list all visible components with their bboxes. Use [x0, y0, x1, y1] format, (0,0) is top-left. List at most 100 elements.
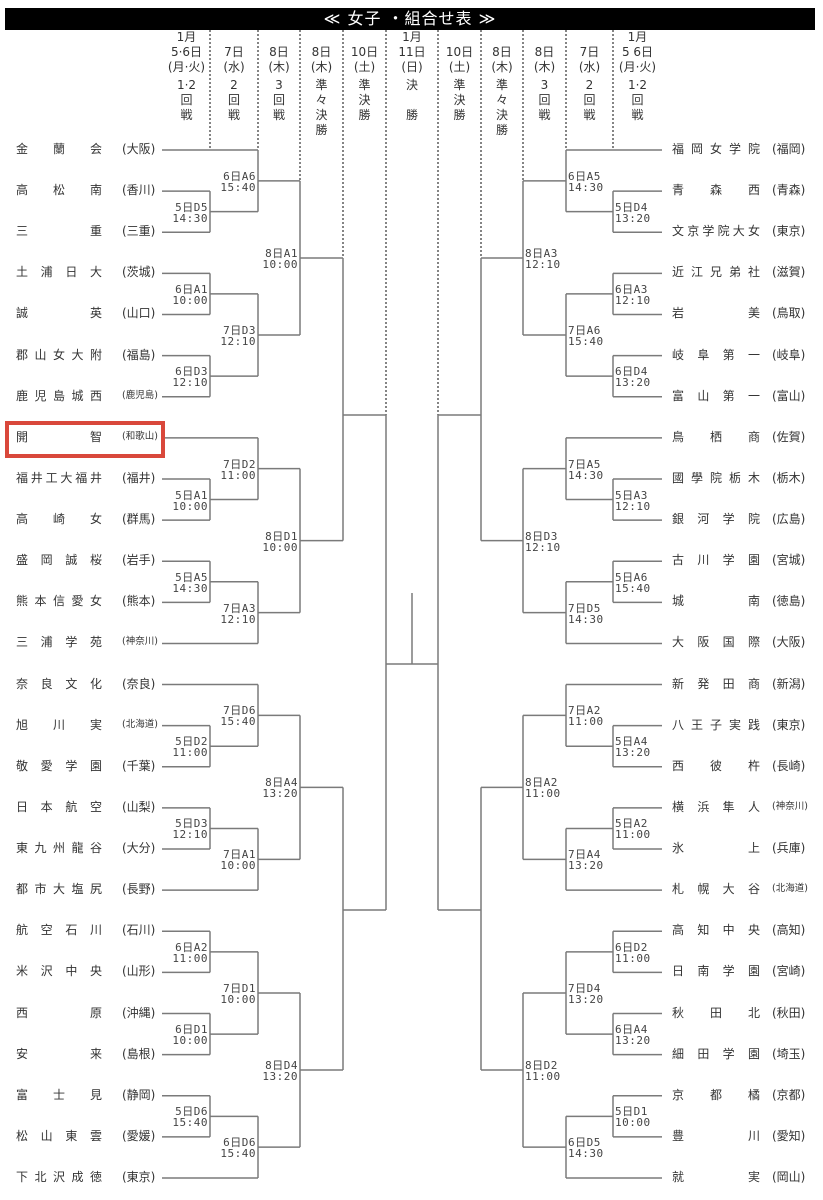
match-time: 10:00: [220, 992, 256, 1006]
team-name: 古川学園: [672, 553, 760, 568]
team-entry: 就実(岡山): [672, 1169, 812, 1185]
header-round-line: 2: [230, 78, 238, 92]
team-prefecture: (鹿児島): [122, 389, 158, 401]
team-prefecture: (徳島): [772, 594, 806, 609]
match-code: 8日A2: [525, 776, 558, 790]
team-entry: 米沢中央(山形): [16, 963, 156, 979]
team-name: 敬愛学園: [16, 758, 102, 773]
team-entry: 札幌大谷(北海道): [672, 881, 812, 897]
team-prefecture: (兵庫): [772, 841, 806, 856]
match-code: 7日A4: [568, 848, 601, 862]
header-date-line: 1月: [627, 30, 648, 44]
match-code: 6日D2: [615, 940, 648, 954]
header-round-line: 勝: [495, 123, 508, 137]
team-entry: 奈良文化(奈良): [16, 676, 156, 692]
team-name: 岩美: [672, 306, 760, 321]
team-prefecture: (山形): [122, 964, 156, 979]
match-code: 5日D5: [175, 200, 208, 214]
team-prefecture: (埼玉): [772, 1046, 806, 1061]
team-entry: 熊本信愛女(熊本): [16, 593, 156, 609]
team-entry: 日本航空(山梨): [16, 799, 156, 815]
match-time: 12:10: [220, 612, 256, 626]
match-code: 7日D2: [223, 457, 256, 471]
team-entry: 日南学園(宮崎): [672, 963, 812, 979]
match-time: 14:30: [568, 612, 604, 626]
header-round-line: 準: [358, 78, 371, 92]
match-time: 15:40: [220, 1147, 256, 1161]
team-entry: 鳥栖商(佐賀): [672, 429, 812, 445]
header-date-line: 5·6日: [170, 45, 203, 59]
header-round-line: 3: [540, 78, 549, 92]
highlight-box: [5, 420, 165, 458]
team-entry: 下北沢成徳(東京): [16, 1169, 156, 1185]
match-time: 14:30: [172, 581, 208, 595]
match-code: 6日D3: [175, 365, 208, 379]
header-round-line: 決: [495, 108, 508, 122]
header-date: 7日(水): [566, 45, 613, 75]
match-time: 15:40: [172, 1116, 208, 1130]
team-prefecture: (静岡): [122, 1087, 156, 1102]
header-round-line: 1·2: [627, 78, 648, 92]
header-round-line: 決: [315, 108, 328, 122]
match-time: 12:10: [615, 293, 651, 307]
team-name: 就実: [672, 1170, 760, 1184]
team-prefecture: (愛知): [772, 1128, 806, 1143]
match-time: 14:30: [172, 211, 208, 225]
team-prefecture: (沖縄): [122, 1005, 156, 1020]
match-time: 13:20: [615, 376, 651, 390]
team-name: 國學院栃木: [672, 470, 760, 485]
match-code: 5日A3: [615, 488, 648, 502]
match-time: 12:10: [172, 376, 208, 390]
header-date-line: 1月: [176, 30, 197, 44]
match-time: 12:10: [525, 540, 561, 554]
match-code: 5日A1: [175, 488, 208, 502]
match-time: 15:40: [220, 180, 256, 194]
team-name: 日南学園: [672, 964, 760, 979]
team-entry: 文京学院大女(東京): [672, 223, 812, 239]
team-name: 新発田商: [672, 676, 760, 691]
header-date-line: (土): [448, 60, 471, 74]
team-entry: 鹿児島城西(鹿児島): [16, 388, 158, 404]
match-code: 6日A2: [175, 940, 208, 954]
match-time: 13:20: [568, 992, 604, 1006]
header-date-line: (木): [268, 60, 290, 74]
team-name: 鳥栖商: [672, 429, 760, 444]
match-time: 11:00: [220, 468, 256, 482]
match-time: 11:00: [525, 1070, 561, 1084]
team-prefecture: (宮城): [772, 553, 806, 568]
team-entry: 岩美(鳥取): [672, 305, 812, 321]
team-name: 熊本信愛女: [16, 594, 102, 609]
header-round-line: 2: [585, 78, 594, 92]
header-round-line: 戦: [227, 108, 240, 122]
team-name: 大阪国際: [672, 635, 760, 650]
team-prefecture: (福岡): [772, 142, 806, 156]
team-prefecture: (北海道): [772, 883, 808, 895]
team-entry: 西原(沖縄): [16, 1005, 156, 1021]
header-date-line: 8日: [492, 45, 512, 59]
header-date: 10日(土): [343, 45, 386, 75]
match-code: 5日A6: [615, 570, 648, 584]
match-code: 5日D3: [175, 817, 208, 831]
team-prefecture: (大阪): [122, 142, 156, 156]
team-prefecture: (福井): [122, 470, 156, 485]
match-code: 7日D3: [223, 324, 256, 338]
team-entry: 銀河学院(広島): [672, 511, 812, 527]
match-code: 5日A2: [615, 817, 648, 831]
match-time: 14:30: [568, 1147, 604, 1161]
match-code: 6日A1: [175, 282, 208, 296]
match-code: 8日A3: [525, 246, 558, 260]
